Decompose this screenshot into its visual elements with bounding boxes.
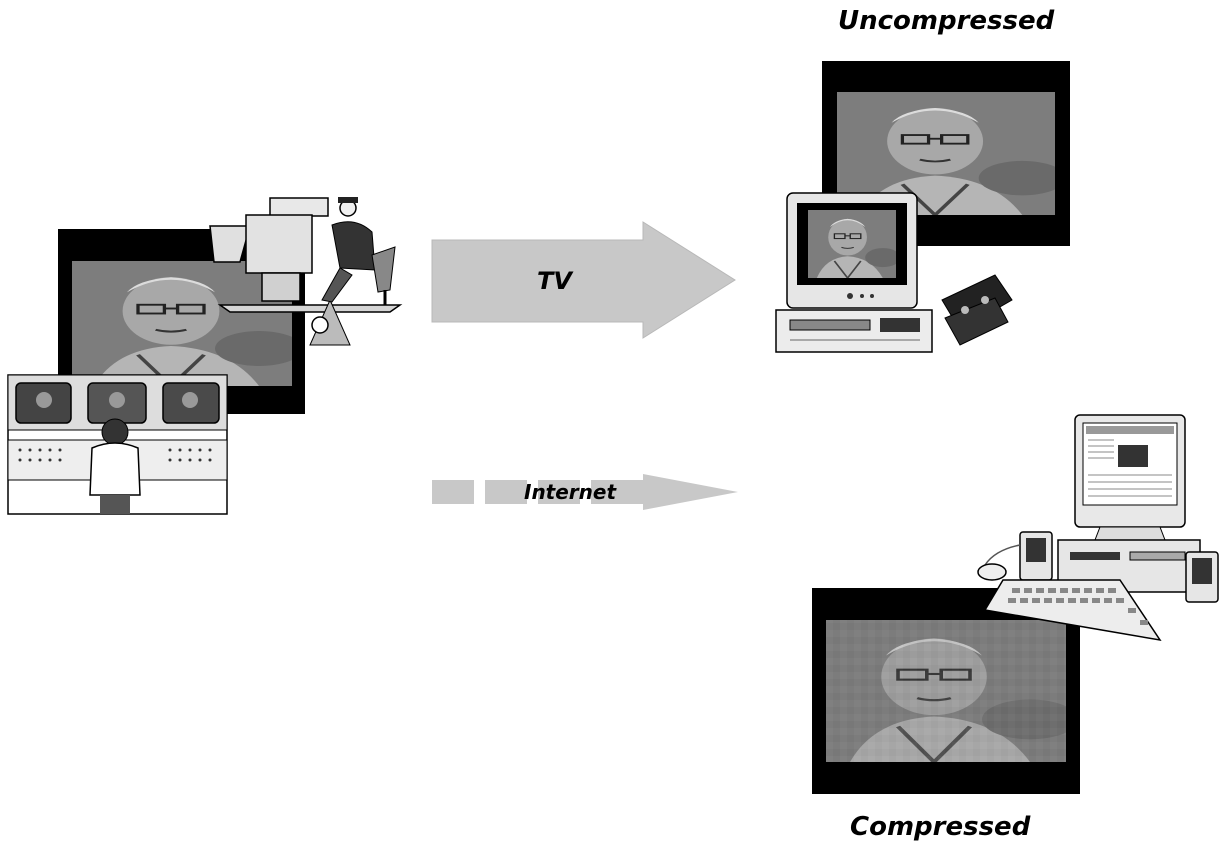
internet-arrow (432, 474, 738, 510)
speaker-icon (1019, 531, 1219, 603)
camera-operator-icon (209, 197, 403, 346)
television-icon (786, 192, 918, 309)
computer-icon (1057, 414, 1201, 593)
videotape-icon (941, 274, 1013, 346)
compressed-display (812, 588, 1080, 794)
uncompressed-label: Uncompressed (838, 6, 1055, 36)
tv-label: TV (537, 267, 572, 295)
keyboard-icon (983, 579, 1162, 642)
vcr-icon (775, 309, 933, 353)
mouse-icon (977, 544, 1021, 581)
compressed-label: Compressed (850, 812, 1031, 842)
tv-arrow (431, 221, 736, 339)
internet-label: Internet (524, 480, 617, 504)
control-room-icon (7, 374, 228, 515)
